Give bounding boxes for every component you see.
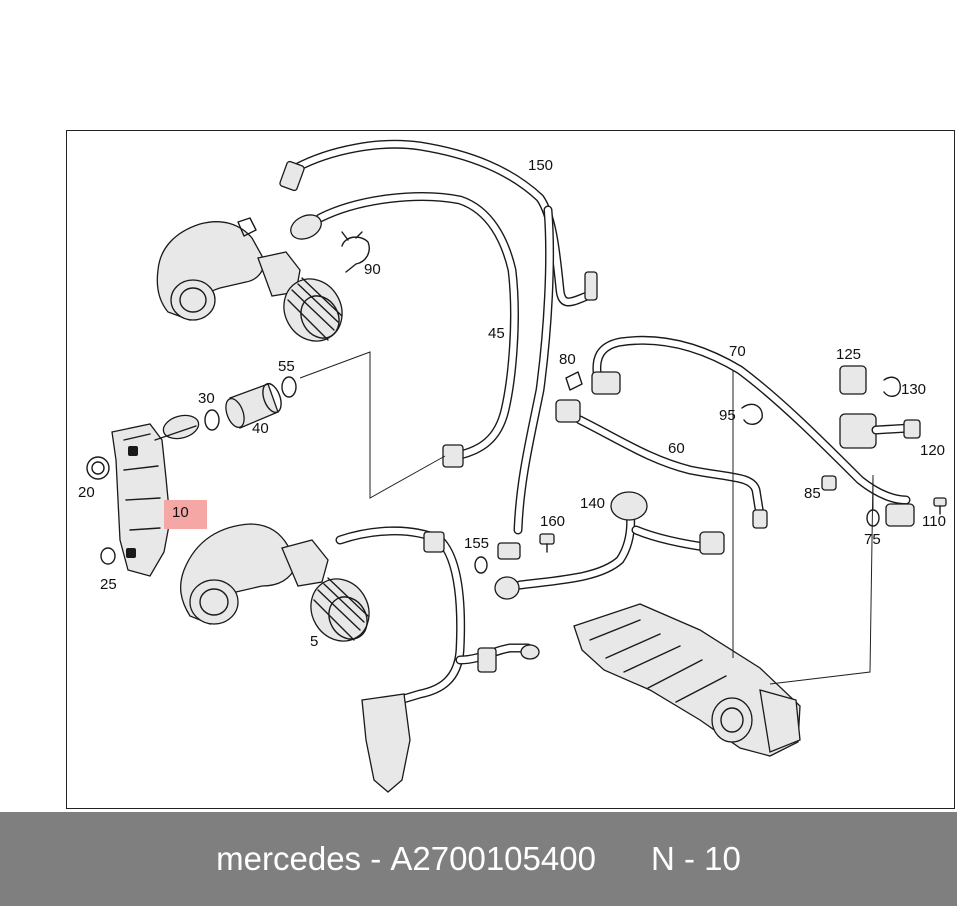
brand-name: mercedes — [216, 840, 362, 877]
ring-20[interactable] — [86, 456, 110, 480]
callout-60[interactable]: 60 — [668, 440, 685, 457]
footer-separator: - — [370, 840, 382, 877]
ring-30[interactable] — [204, 409, 220, 431]
highlight-marker — [164, 500, 207, 529]
clip-85[interactable] — [821, 475, 837, 491]
callout-95[interactable]: 95 — [719, 407, 736, 424]
callout-45[interactable]: 45 — [488, 325, 505, 342]
connector-155[interactable] — [474, 542, 521, 574]
callout-30[interactable]: 30 — [198, 390, 215, 407]
callout-10[interactable]: 10 — [172, 504, 189, 521]
position-label: N - 10 — [650, 840, 741, 877]
callout-85[interactable]: 85 — [804, 485, 821, 502]
ring-75[interactable] — [866, 509, 880, 527]
callout-70[interactable]: 70 — [729, 343, 746, 360]
lower-pipe[interactable] — [335, 526, 540, 793]
connector-80[interactable] — [565, 371, 621, 395]
valve-120[interactable] — [839, 413, 921, 449]
callout-130[interactable]: 130 — [901, 381, 926, 398]
bolt-110[interactable] — [885, 497, 947, 527]
ring-55[interactable] — [281, 376, 297, 398]
air-duct-lower-5[interactable] — [179, 523, 381, 652]
callout-25[interactable]: 25 — [100, 576, 117, 593]
hose-70[interactable] — [592, 335, 911, 505]
ring-25[interactable] — [100, 547, 116, 565]
callout-160[interactable]: 160 — [540, 513, 565, 530]
air-duct-upper[interactable] — [156, 217, 353, 352]
callout-140[interactable]: 140 — [580, 495, 605, 512]
footer-space — [361, 840, 370, 878]
bolt-160[interactable] — [539, 533, 555, 553]
callout-120[interactable]: 120 — [920, 442, 945, 459]
callout-20[interactable]: 20 — [78, 484, 95, 501]
callout-110[interactable]: 110 — [922, 513, 946, 530]
clip-130[interactable] — [883, 376, 901, 397]
footer-gap — [596, 840, 651, 878]
callout-90[interactable]: 90 — [364, 261, 381, 278]
sleeve-40[interactable] — [222, 381, 284, 430]
clip-95[interactable] — [741, 403, 763, 425]
callout-labels: 150 90 45 55 30 40 20 25 5 80 70 125 130… — [78, 157, 946, 650]
callout-75[interactable]: 75 — [864, 531, 881, 548]
intake-manifold[interactable] — [573, 603, 801, 757]
sensor-125[interactable] — [839, 365, 867, 395]
hose-60[interactable] — [555, 399, 768, 529]
footer-space — [381, 840, 390, 878]
part-number: A2700105400 — [390, 840, 596, 877]
callout-150[interactable]: 150 — [528, 157, 553, 174]
callout-5[interactable]: 5 — [310, 633, 318, 650]
clamp-90[interactable] — [341, 231, 370, 273]
parts-diagram: 150 90 45 55 30 40 20 25 5 80 70 125 130… — [78, 139, 947, 793]
callout-55[interactable]: 55 — [278, 358, 295, 375]
air-filter-housing-10[interactable] — [111, 412, 201, 577]
callout-40[interactable]: 40 — [252, 420, 269, 437]
callout-155[interactable]: 155 — [464, 535, 489, 552]
callout-125[interactable]: 125 — [836, 346, 861, 363]
hose-45[interactable] — [287, 192, 519, 468]
callout-80[interactable]: 80 — [559, 351, 576, 368]
footer-bar: mercedes - A2700105400 N - 10 — [0, 812, 957, 906]
hose-140[interactable] — [494, 491, 725, 600]
leader-lines — [299, 351, 874, 685]
hose-150[interactable] — [279, 139, 598, 535]
